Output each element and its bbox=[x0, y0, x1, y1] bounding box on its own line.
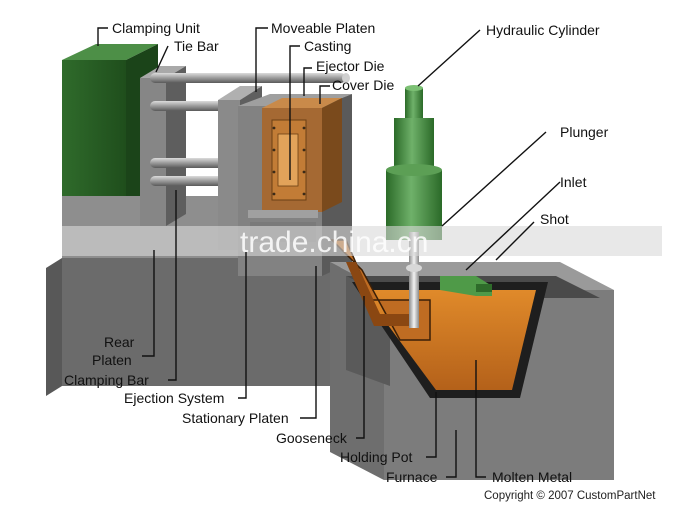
leader-lines bbox=[97, 27, 561, 478]
label-furnace: Furnace bbox=[386, 469, 438, 485]
label-cover-die: Cover Die bbox=[332, 77, 394, 93]
label-hydraulic-cylinder: Hydraulic Cylinder bbox=[486, 22, 600, 38]
dies bbox=[262, 98, 342, 212]
label-shot: Shot bbox=[540, 211, 569, 227]
watermark-band: trade.china.cn bbox=[62, 226, 662, 259]
label-ejection-system: Ejection System bbox=[124, 390, 224, 406]
label-clamping-bar: Clamping Bar bbox=[64, 372, 149, 388]
label-inlet: Inlet bbox=[560, 174, 587, 190]
label-gooseneck: Gooseneck bbox=[276, 430, 348, 446]
label-holding-pot: Holding Pot bbox=[340, 449, 412, 465]
label-molten-metal: Molten Metal bbox=[492, 469, 572, 485]
hydraulic-cylinder bbox=[386, 85, 442, 240]
label-plunger: Plunger bbox=[560, 124, 609, 140]
label-casting: Casting bbox=[304, 38, 351, 54]
label-platen: Platen bbox=[92, 352, 132, 368]
copyright-text: Copyright © 2007 CustomPartNet bbox=[484, 490, 656, 502]
label-tie-bar: Tie Bar bbox=[174, 38, 219, 54]
plunger bbox=[406, 232, 422, 328]
label-rear: Rear bbox=[104, 334, 135, 350]
inlet-nozzle bbox=[440, 276, 492, 296]
label-stationary-platen: Stationary Platen bbox=[182, 410, 289, 426]
label-clamping-unit: Clamping Unit bbox=[112, 20, 200, 36]
rear-platen bbox=[140, 66, 186, 226]
label-moveable-platen: Moveable Platen bbox=[271, 20, 375, 36]
label-ejector-die: Ejector Die bbox=[316, 58, 385, 74]
watermark-text: trade.china.cn bbox=[240, 226, 428, 259]
labels: Clamping Unit Tie Bar Moveable Platen Ca… bbox=[64, 20, 609, 485]
